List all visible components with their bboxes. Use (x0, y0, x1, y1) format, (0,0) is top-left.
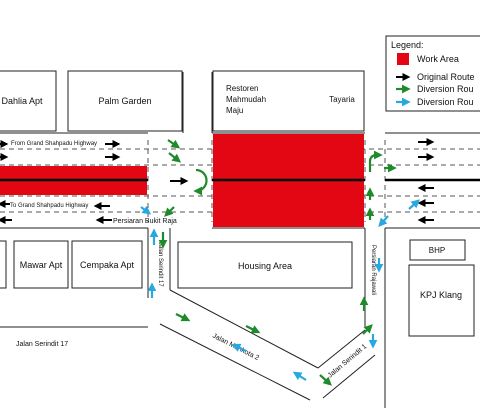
label-to-grand: To Grand Shahpadu Highway (10, 203, 88, 209)
u-turn-arrow-green (193, 168, 208, 196)
building-restoran (212, 70, 365, 132)
label-cempaka: Cempaka Apt (80, 260, 135, 270)
arrow-blue (378, 215, 389, 227)
label-restoran-1: Restoren (226, 84, 258, 93)
arrow-blue (231, 343, 247, 352)
arrow-green (319, 374, 332, 386)
label-dahlia: Dahlia Apt (1, 96, 43, 106)
building-labels: Dahlia Apt Palm Garden Restoren Mahmudah… (1, 84, 462, 300)
legend-title: Legend: (391, 40, 424, 50)
legend-diversion-2: Diversion Rou (417, 97, 474, 107)
arrow-green (168, 152, 182, 163)
legend: Legend: Work Area Original Route Diversi… (385, 35, 480, 112)
legend-work-area-swatch (397, 53, 409, 65)
arrow-blue (408, 199, 420, 210)
buildings (0, 70, 475, 337)
label-serindit17-h: Jalan Serindit 17 (16, 341, 68, 348)
label-housing: Housing Area (238, 261, 292, 271)
legend-original-route: Original Route (417, 72, 475, 82)
arrow-green (175, 313, 191, 322)
label-serindit17-v: Jalan Serindit 17 (157, 242, 163, 287)
label-mahkota2: Jalan Mahkota 2 (211, 333, 260, 363)
road-edges (0, 72, 480, 408)
arrow-blue (140, 205, 152, 215)
legend-diversion-1: Diversion Rou (417, 84, 474, 94)
label-restoran-3: Maju (226, 106, 243, 115)
arrow-green (164, 206, 175, 217)
u-turn-arrow-green-east (368, 150, 383, 172)
building-dahlia (0, 70, 57, 132)
label-from-grand: From Grand Shahpadu Highway (11, 141, 97, 147)
label-mawar: Mawar Apt (20, 260, 63, 270)
arrow-green (167, 139, 181, 149)
label-restoran-2: Mahmudah (226, 95, 266, 104)
building-housing (177, 241, 353, 289)
building-mawar-apt (13, 240, 69, 289)
label-palm: Palm Garden (98, 96, 151, 106)
blue-diversion-arrows (140, 199, 420, 381)
label-bukit-raja: Persiaran Bukit Raja (113, 218, 177, 225)
legend-work-area: Work Area (417, 54, 459, 64)
legend-box (385, 35, 480, 112)
building-palm (67, 70, 183, 132)
building-mawar (0, 240, 7, 289)
label-serindit1: Jalan Serindit 1 (327, 343, 369, 379)
label-tayaria: Tayaria (329, 95, 355, 104)
arrow-green (362, 324, 373, 335)
label-bhp: BHP (429, 246, 445, 255)
building-cempaka (71, 240, 143, 289)
label-rajawali: Persiaran Rajawali (370, 245, 376, 295)
green-diversion-arrows (158, 139, 397, 386)
label-kpj: KPJ Klang (420, 290, 462, 300)
arrow-green (245, 325, 261, 334)
original-route-arrows (0, 138, 435, 224)
building-kpj (408, 264, 475, 337)
arrow-blue (292, 371, 307, 381)
building-bhp (409, 239, 466, 261)
